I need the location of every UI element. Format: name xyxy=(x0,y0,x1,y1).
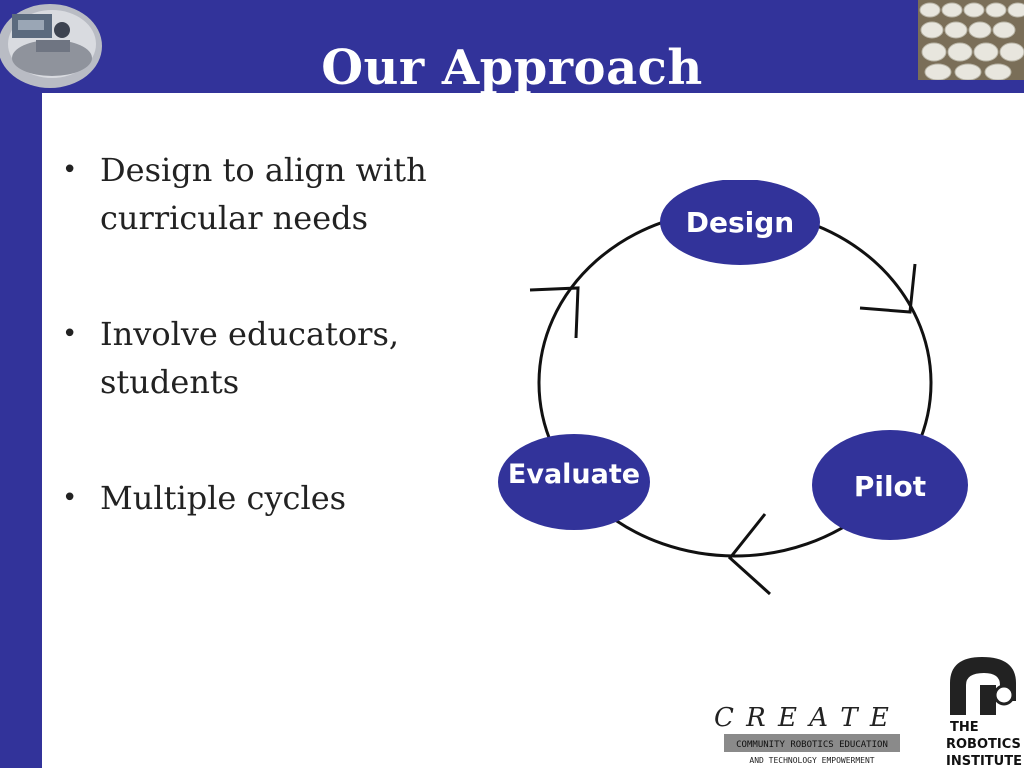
bullet-item: • Involve educators, students xyxy=(62,310,482,406)
robots-array-photo xyxy=(918,0,1024,80)
ri-logo-line2: ROBOTICS xyxy=(946,737,1021,752)
node-design-label: Design xyxy=(686,206,794,239)
create-logo-line1: COMMUNITY ROBOTICS EDUCATION xyxy=(736,740,888,750)
slide-title: Our Approach xyxy=(321,40,703,97)
node-design: Design xyxy=(660,180,820,265)
node-evaluate: Evaluate xyxy=(498,434,650,530)
ri-logo-line3: INSTITUTE xyxy=(946,754,1022,768)
bullet-text: Involve educators, students xyxy=(100,315,400,401)
bullet-icon: • xyxy=(62,319,78,349)
bullet-list: • Design to align with curricular needs … xyxy=(62,146,482,522)
left-accent-bar xyxy=(0,93,42,768)
node-pilot-label: Pilot xyxy=(854,470,926,503)
create-logo: C R E A T E COMMUNITY ROBOTICS EDUCATION… xyxy=(714,703,900,765)
cycle-diagram: Design Pilot Evaluate xyxy=(498,180,968,596)
bullet-icon: • xyxy=(62,155,78,185)
robotics-institute-logo: THE ROBOTICS INSTITUTE xyxy=(946,657,1022,768)
title-bar xyxy=(0,0,1024,93)
arrow-design-to-pilot xyxy=(859,263,917,314)
create-logo-line2: AND TECHNOLOGY EMPOWERMENT xyxy=(749,756,874,765)
bullet-item: • Multiple cycles xyxy=(62,474,482,522)
bullet-icon: • xyxy=(62,483,78,513)
robot-photo xyxy=(0,4,102,88)
create-logo-title: C R E A T E xyxy=(714,703,891,733)
bullet-text: Design to align with curricular needs xyxy=(100,151,427,237)
arrow-evaluate-to-design xyxy=(529,286,580,339)
arrow-pilot-to-evaluate xyxy=(727,513,772,596)
bullet-item: • Design to align with curricular needs xyxy=(62,146,482,242)
bullet-text: Multiple cycles xyxy=(100,479,347,517)
node-evaluate-label: Evaluate xyxy=(508,459,640,490)
node-pilot: Pilot xyxy=(812,430,968,540)
ri-logo-line1: THE xyxy=(950,720,979,735)
